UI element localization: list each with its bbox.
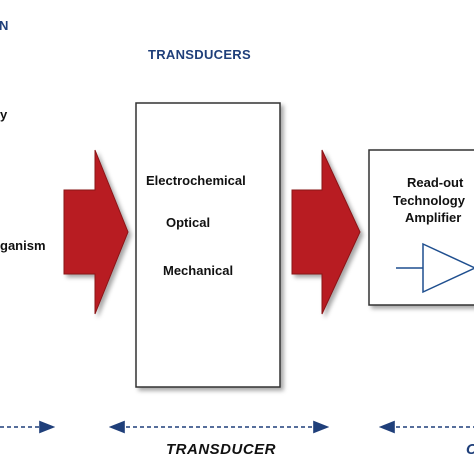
readout-line-amplifier: Amplifier bbox=[405, 210, 462, 225]
readout-line-technology: Technology bbox=[393, 193, 465, 208]
transducer-item-electrochemical: Electrochemical bbox=[146, 173, 246, 188]
flow-arrow-2 bbox=[291, 149, 361, 315]
flow-arrow-1 bbox=[63, 149, 129, 315]
left-label-partial: y bbox=[0, 107, 8, 122]
transducer-item-mechanical: Mechanical bbox=[163, 263, 234, 278]
amplifier-icon bbox=[422, 242, 474, 294]
left-label-organism: ganism bbox=[0, 238, 46, 253]
bottom-label-transducer: TRANSDUCER bbox=[166, 441, 276, 458]
transducer-box bbox=[135, 102, 281, 388]
heading-transducers: TRANSDUCERS bbox=[148, 47, 251, 62]
bottom-label-right-partial: C bbox=[466, 441, 474, 458]
readout-box bbox=[368, 149, 474, 306]
readout-line-readout: Read-out bbox=[407, 175, 464, 190]
transducer-item-optical: Optical bbox=[166, 215, 211, 230]
heading-left-partial: N bbox=[0, 18, 9, 33]
